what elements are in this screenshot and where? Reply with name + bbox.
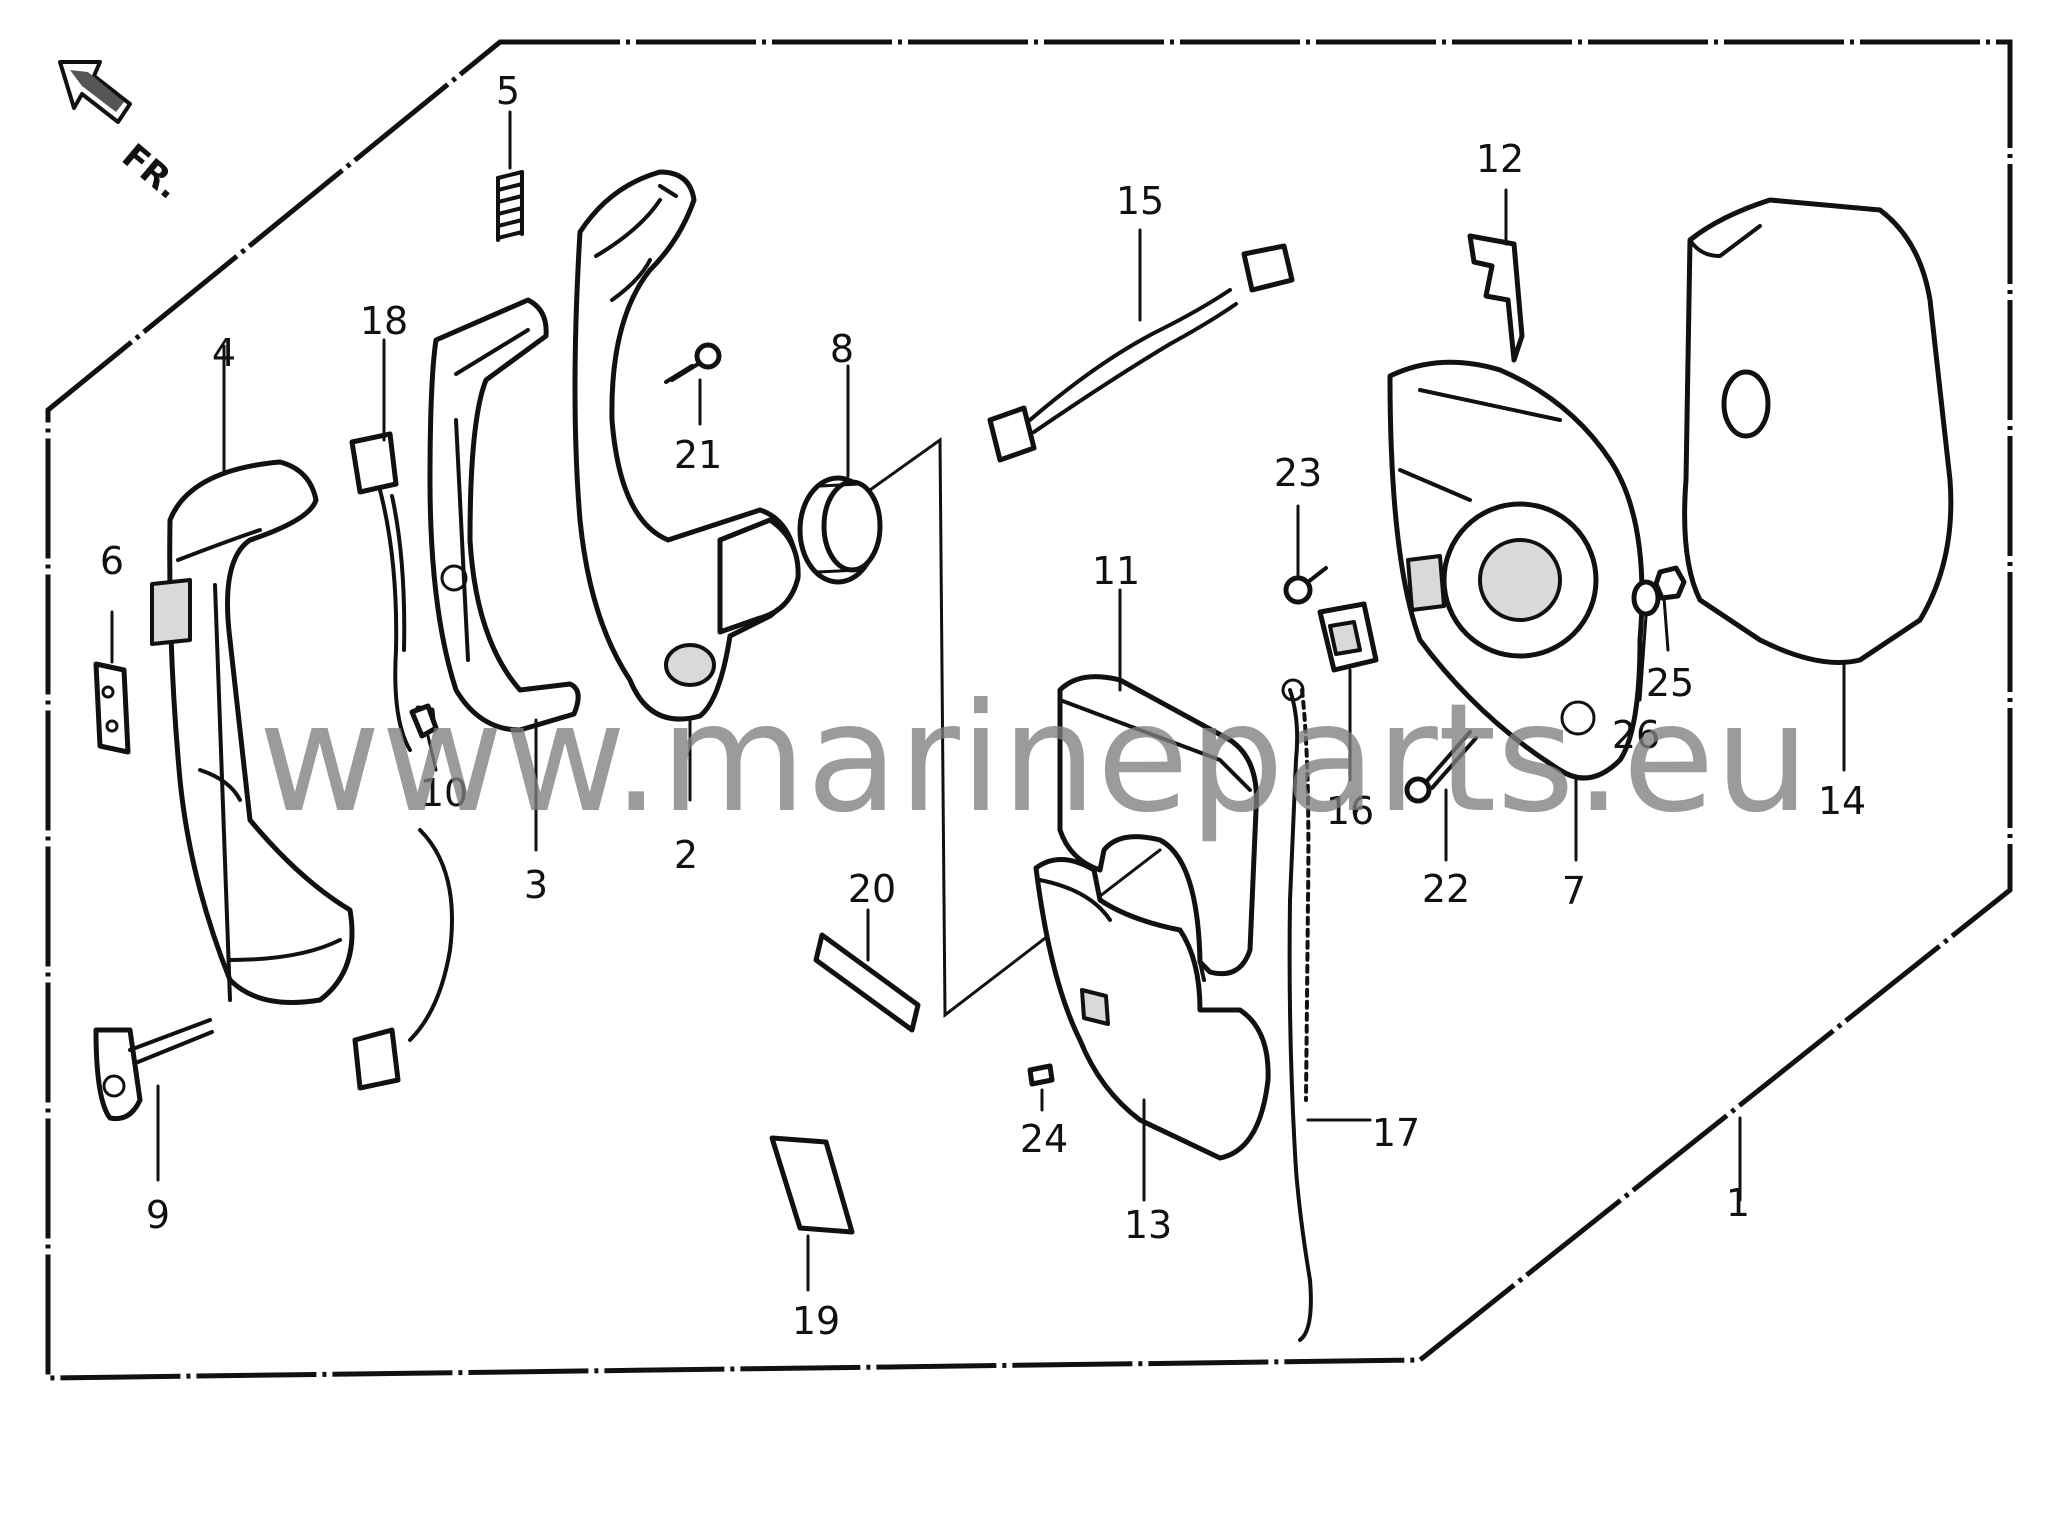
callout-5: 5 — [496, 69, 520, 113]
callout-11: 11 — [1092, 549, 1140, 593]
callout-24: 24 — [1020, 1117, 1068, 1161]
upper-cover-part — [1057, 674, 1259, 982]
callout-3: 3 — [524, 863, 548, 907]
callout-1: 1 — [1726, 1181, 1750, 1225]
collar-part — [797, 475, 883, 585]
callout-21: 21 — [674, 433, 722, 477]
base-plate-part — [1387, 359, 1645, 781]
callout-14: 14 — [1818, 779, 1866, 823]
small-plate-part — [93, 661, 131, 755]
rear-cover-part — [1682, 197, 1954, 665]
callout-25: 25 — [1646, 661, 1694, 705]
screw-part-21 — [664, 342, 722, 384]
screw-part-22 — [1404, 730, 1478, 804]
callout-13: 13 — [1124, 1203, 1172, 1247]
callout-15: 15 — [1116, 179, 1164, 223]
lever-body-part — [572, 169, 801, 722]
callout-18: 18 — [360, 299, 408, 343]
callout-22: 22 — [1422, 867, 1470, 911]
front-arrow-icon — [58, 60, 132, 124]
callout-20: 20 — [848, 867, 896, 911]
callout-6: 6 — [100, 539, 124, 583]
callout-16: 16 — [1326, 789, 1374, 833]
nut-part — [1653, 565, 1687, 601]
screw-part-24 — [1027, 1063, 1055, 1087]
lever-housing-part — [427, 297, 581, 733]
callout-4: 4 — [212, 331, 236, 375]
clip-part — [409, 703, 439, 739]
label-part-20 — [813, 932, 921, 1033]
cable-part — [987, 243, 1295, 463]
control-grip-part — [150, 459, 355, 1005]
callout-8: 8 — [830, 327, 854, 371]
front-direction-label: FR. — [114, 136, 188, 207]
callout-10: 10 — [420, 771, 468, 815]
spring-clip-part — [1467, 233, 1525, 363]
lower-cover-part — [1033, 857, 1271, 1161]
callout-2: 2 — [674, 833, 698, 877]
assembly-frame — [45, 39, 2013, 1381]
label-part-19 — [769, 1135, 855, 1235]
pin-part — [93, 1018, 214, 1122]
callout-leaders — [110, 110, 1846, 1292]
spring-part — [496, 170, 524, 242]
callout-19: 19 — [792, 1299, 840, 1343]
callout-7: 7 — [1562, 869, 1586, 913]
watermark-text: www.marineparts.eu — [258, 672, 1810, 846]
washer-part — [1631, 579, 1661, 617]
callout-23: 23 — [1274, 451, 1322, 495]
callout-17: 17 — [1372, 1111, 1420, 1155]
lanyard-part — [1281, 678, 1313, 1342]
callout-12: 12 — [1476, 137, 1524, 181]
switch-part — [1317, 601, 1379, 673]
screw-part-23 — [1283, 566, 1328, 605]
callout-9: 9 — [146, 1193, 170, 1237]
callout-26: 26 — [1612, 713, 1660, 757]
